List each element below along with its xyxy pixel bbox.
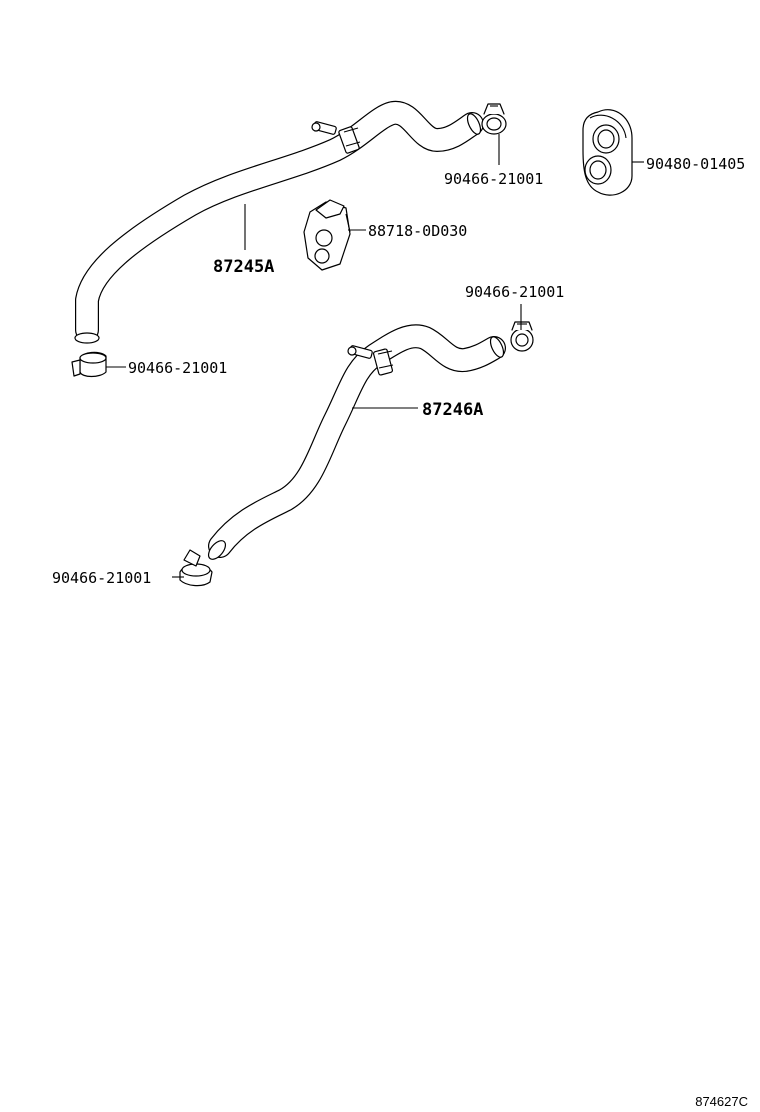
label-hose-upper: 87245A [213, 257, 274, 277]
clamp-lower-right[interactable] [510, 321, 534, 352]
clamp-upper-left[interactable] [71, 351, 107, 378]
clamp-bracket-88718[interactable] [303, 199, 351, 271]
leader-lines [106, 134, 644, 578]
hose-87246a[interactable] [205, 324, 506, 562]
label-clamp-bracket: 88718-0D030 [368, 222, 467, 240]
grommet-90480[interactable] [582, 109, 633, 196]
label-clamp-lower-left: 90466-21001 [52, 569, 151, 587]
label-hose-lower: 87246A [422, 400, 483, 420]
clamp-upper-right[interactable] [481, 103, 507, 135]
hose-87245a[interactable] [74, 100, 484, 344]
label-clamp-upper-right: 90466-21001 [444, 170, 543, 188]
diagram-reference: 874627C [695, 1094, 748, 1109]
clamp-lower-left[interactable] [179, 549, 213, 587]
label-clamp-lower-right: 90466-21001 [465, 283, 564, 301]
label-grommet: 90480-01405 [646, 155, 745, 173]
label-clamp-upper-left: 90466-21001 [128, 359, 227, 377]
